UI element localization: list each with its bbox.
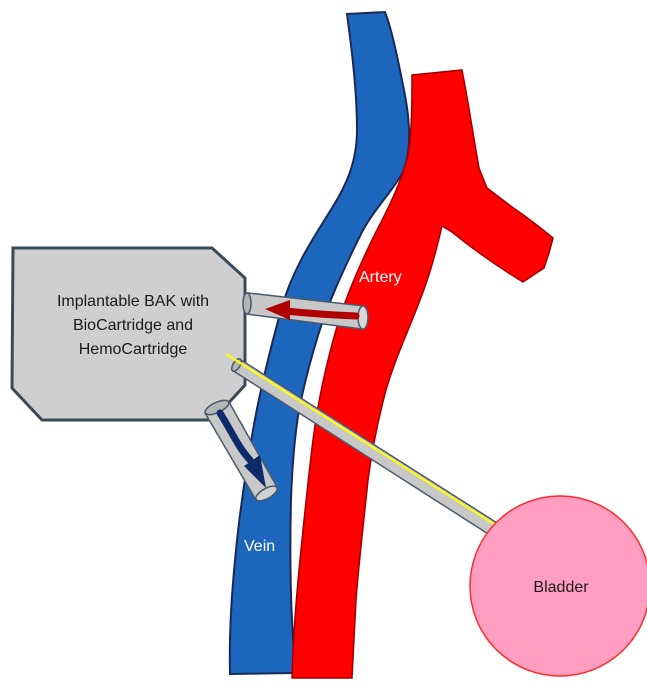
- artery-label: Artery: [359, 269, 402, 286]
- bladder-label: Bladder: [533, 579, 589, 596]
- device-label-line-1: Implantable BAK with: [22, 290, 244, 314]
- device-label: Implantable BAK with BioCartridge and He…: [22, 290, 244, 362]
- device-label-line-3: HemoCartridge: [22, 338, 244, 362]
- device-label-line-2: BioCartridge and: [22, 314, 244, 338]
- vein-label: Vein: [244, 538, 275, 555]
